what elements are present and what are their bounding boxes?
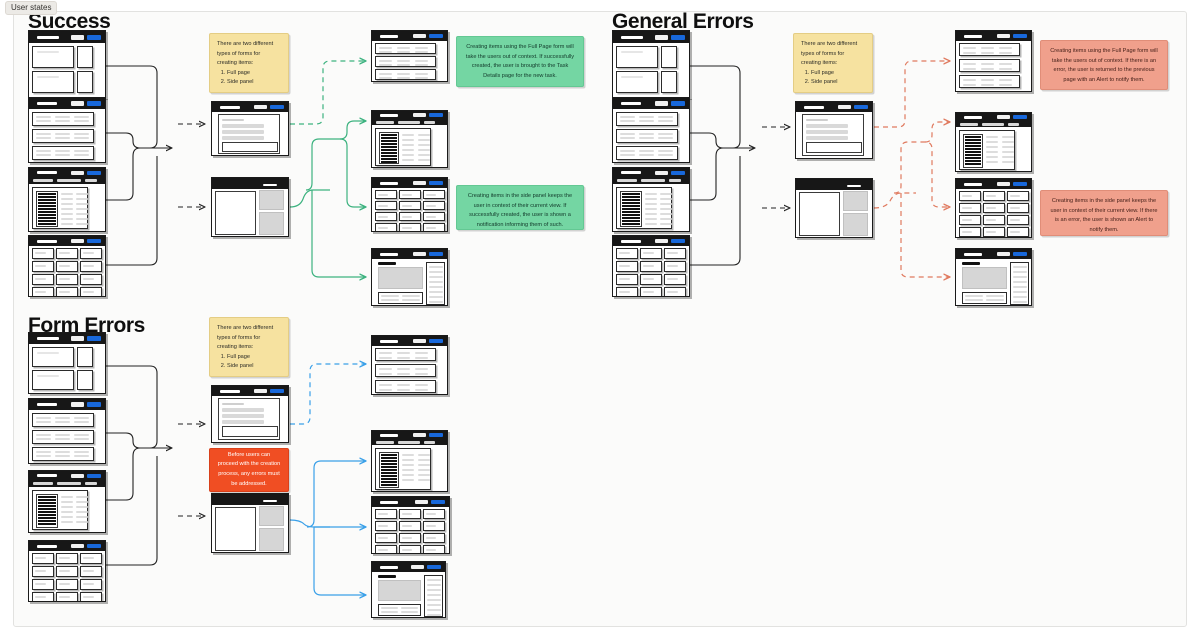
note-form-types-general: There are two different types of forms f…	[793, 33, 873, 93]
screen-full-page-form-errors[interactable]	[211, 385, 289, 443]
screen-card-grid-form-errors[interactable]	[28, 540, 106, 602]
screen-list-general-error[interactable]	[955, 30, 1032, 92]
note-success-side-panel: Creating items in the side panel keeps t…	[456, 185, 584, 230]
screen-full-page-form-success[interactable]	[211, 101, 289, 156]
screen-table[interactable]	[28, 167, 106, 232]
screen-card-grid-general-error[interactable]	[955, 178, 1032, 238]
note-intro: There are two different types of forms f…	[217, 325, 274, 351]
note-list-item: Side panel	[227, 78, 281, 88]
screen-table-form-errors[interactable]	[28, 470, 106, 533]
screen-side-panel-form-general[interactable]	[795, 178, 873, 238]
section-title-general-errors: General Errors	[612, 10, 754, 33]
screen-full-page-form-general[interactable]	[795, 101, 873, 159]
screen-list-success[interactable]	[371, 30, 448, 82]
note-general-full-page: Creating items using the Full Page form …	[1040, 40, 1168, 90]
screen-card-grid-success[interactable]	[371, 177, 448, 232]
note-list-item: Side panel	[227, 362, 281, 372]
screen-list-general[interactable]	[612, 97, 690, 163]
screen-task-details-form-error[interactable]	[371, 561, 446, 618]
screen-task-details-general-error[interactable]	[955, 248, 1032, 306]
note-general-side-panel: Creating items in the side panel keeps t…	[1040, 190, 1168, 236]
screen-dashboard[interactable]	[28, 30, 106, 98]
screen-table-general-error[interactable]	[955, 112, 1032, 172]
screen-table-general[interactable]	[612, 167, 690, 232]
section-title-form-errors: Form Errors	[28, 314, 145, 337]
screen-table-form-error[interactable]	[371, 430, 448, 492]
screen-side-panel-form-errors[interactable]	[211, 493, 289, 553]
screen-list-form-errors[interactable]	[28, 398, 106, 464]
note-form-types-success: There are two different types of forms f…	[209, 33, 289, 93]
note-list-item: Full page	[811, 69, 865, 79]
screen-side-panel-form-success[interactable]	[211, 177, 289, 237]
flow-board-canvas[interactable]	[13, 11, 1187, 627]
board-badge: User states	[5, 1, 58, 15]
screen-card-grid[interactable]	[28, 235, 106, 297]
screen-task-details-success[interactable]	[371, 248, 448, 306]
screen-dashboard-form-errors[interactable]	[28, 332, 106, 394]
note-success-full-page: Creating items using the Full Page form …	[456, 36, 584, 87]
note-list-item: Full page	[227, 353, 281, 363]
screen-card-grid-general[interactable]	[612, 235, 690, 297]
screen-list-form-error[interactable]	[371, 335, 448, 395]
note-intro: There are two different types of forms f…	[801, 41, 858, 67]
screen-list[interactable]	[28, 97, 106, 163]
note-intro: There are two different types of forms f…	[217, 41, 274, 67]
note-form-types-form-errors: There are two different types of forms f…	[209, 317, 289, 377]
note-list-item: Side panel	[811, 78, 865, 88]
section-title-success: Success	[28, 10, 111, 33]
screen-table-success[interactable]	[371, 110, 448, 168]
note-form-errors-required: Before users can proceed with the creati…	[209, 448, 289, 492]
screen-dashboard-general[interactable]	[612, 30, 690, 98]
note-list-item: Full page	[227, 69, 281, 79]
screen-card-grid-form-error[interactable]	[371, 496, 450, 554]
